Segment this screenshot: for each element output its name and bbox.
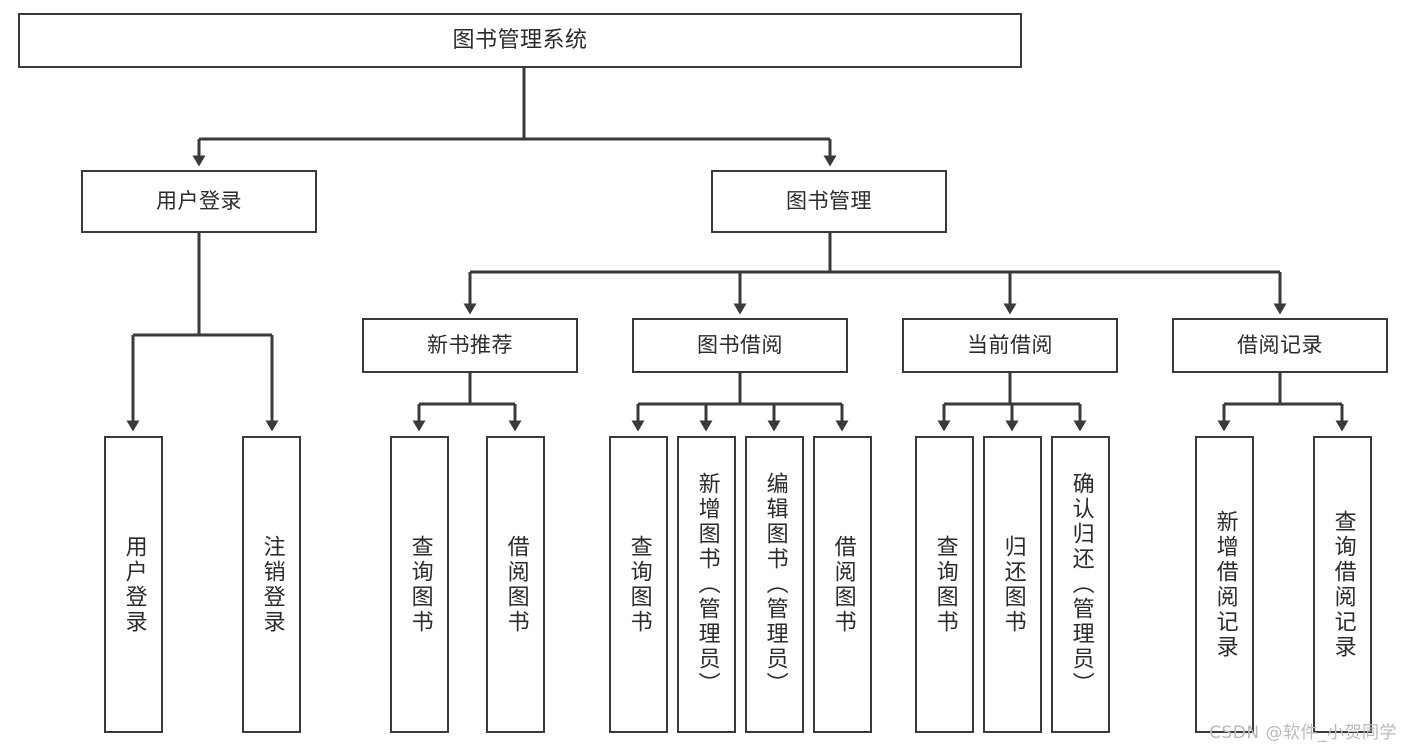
node-leaf-confirm-return[interactable]: 确认归还（管理员） bbox=[1051, 436, 1110, 733]
node-root-system[interactable]: 图书管理系统 bbox=[18, 13, 1022, 68]
node-leaf-borrow-book-1[interactable]: 借阅图书 bbox=[486, 436, 545, 733]
node-leaf-return-book[interactable]: 归还图书 bbox=[983, 436, 1042, 733]
node-label: 查询图书 bbox=[932, 534, 958, 635]
node-leaf-query-book-2[interactable]: 查询图书 bbox=[609, 436, 668, 733]
node-label: 查询图书 bbox=[626, 534, 652, 635]
node-leaf-add-book[interactable]: 新增图书（管理员） bbox=[677, 436, 736, 733]
node-leaf-edit-book[interactable]: 编辑图书（管理员） bbox=[745, 436, 804, 733]
node-label: 借阅图书 bbox=[830, 534, 856, 635]
node-book-management[interactable]: 图书管理 bbox=[711, 170, 947, 233]
node-label: 用户登录 bbox=[156, 189, 242, 214]
node-label: 编辑图书（管理员） bbox=[762, 472, 788, 697]
node-label: 新增图书（管理员） bbox=[694, 472, 720, 697]
node-label: 新书推荐 bbox=[427, 333, 513, 358]
node-label: 借阅图书 bbox=[503, 534, 529, 635]
node-label: 借阅记录 bbox=[1237, 333, 1323, 358]
node-label: 归还图书 bbox=[1000, 534, 1026, 635]
node-label: 确认归还（管理员） bbox=[1068, 472, 1094, 697]
node-leaf-query-book-3[interactable]: 查询图书 bbox=[915, 436, 974, 733]
node-leaf-query-book-1[interactable]: 查询图书 bbox=[390, 436, 449, 733]
node-leaf-user-logout[interactable]: 注销登录 bbox=[242, 436, 301, 733]
node-leaf-query-record[interactable]: 查询借阅记录 bbox=[1313, 436, 1372, 733]
node-label: 图书管理系统 bbox=[452, 27, 588, 53]
watermark: CSDN @软件_小贺同学 bbox=[1209, 723, 1397, 743]
node-label: 当前借阅 bbox=[967, 333, 1053, 358]
node-label: 注销登录 bbox=[259, 534, 285, 635]
node-leaf-borrow-book-2[interactable]: 借阅图书 bbox=[813, 436, 872, 733]
node-leaf-user-login[interactable]: 用户登录 bbox=[104, 436, 163, 733]
node-label: 图书管理 bbox=[786, 189, 872, 214]
node-label: 查询图书 bbox=[407, 534, 433, 635]
node-new-book-recommend[interactable]: 新书推荐 bbox=[362, 318, 578, 373]
node-book-borrow[interactable]: 图书借阅 bbox=[632, 318, 848, 373]
node-label: 图书借阅 bbox=[697, 333, 783, 358]
node-leaf-add-record[interactable]: 新增借阅记录 bbox=[1195, 436, 1254, 733]
node-label: 新增借阅记录 bbox=[1212, 509, 1238, 660]
node-user-login[interactable]: 用户登录 bbox=[81, 170, 317, 233]
node-current-borrow[interactable]: 当前借阅 bbox=[902, 318, 1118, 373]
node-label: 查询借阅记录 bbox=[1330, 509, 1356, 660]
node-borrow-record[interactable]: 借阅记录 bbox=[1172, 318, 1388, 373]
node-label: 用户登录 bbox=[121, 534, 147, 635]
